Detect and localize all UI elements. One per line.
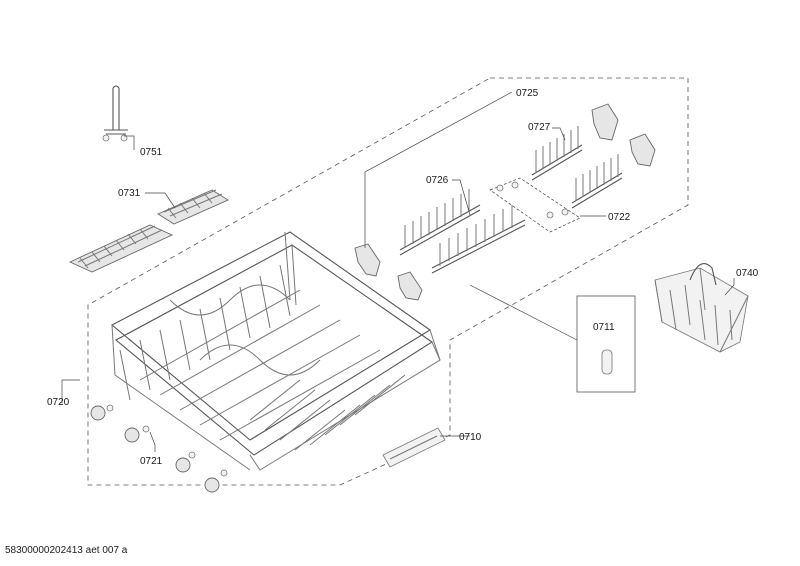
label-0726: 0726 (426, 175, 449, 186)
document-id: 58300000202413 aet 007 a (5, 545, 128, 556)
leader-0720 (61, 379, 80, 403)
label-0740: 0740 (736, 268, 759, 279)
part-0711-drawing[interactable] (601, 349, 613, 375)
label-0711: 0711 (593, 322, 615, 333)
leader-0731 (145, 192, 176, 209)
leader-0721 (149, 431, 156, 452)
lower-basket-drawing[interactable] (111, 231, 441, 471)
label-0721: 0721 (140, 456, 163, 467)
assembly-boundary (87, 77, 689, 486)
part-0740-drawing[interactable] (654, 263, 749, 353)
label-0720: 0720 (47, 397, 70, 408)
part-0721-drawing[interactable] (90, 404, 228, 493)
label-0725: 0725 (516, 88, 539, 99)
label-0731: 0731 (118, 188, 141, 199)
leader-0711 (469, 284, 578, 341)
part-0711-detail-box (576, 295, 636, 393)
label-0727: 0727 (528, 122, 551, 133)
leader-0727 (552, 127, 566, 141)
part-0725-drawing[interactable] (354, 103, 656, 301)
leader-0726 (452, 179, 471, 216)
leader-0751 (124, 135, 135, 150)
label-0751: 0751 (140, 147, 163, 158)
leader-0725 (364, 91, 513, 248)
label-0722: 0722 (608, 212, 631, 223)
label-0710: 0710 (459, 432, 482, 443)
part-0731-drawing[interactable] (68, 189, 229, 273)
part-0727-drawing[interactable] (531, 126, 623, 209)
part-0710-drawing[interactable] (382, 427, 446, 468)
part-0722-drawing[interactable] (489, 177, 581, 233)
part-0751-drawing[interactable] (102, 85, 128, 142)
leader-0740 (724, 278, 735, 296)
part-0726-drawing[interactable] (399, 189, 526, 274)
